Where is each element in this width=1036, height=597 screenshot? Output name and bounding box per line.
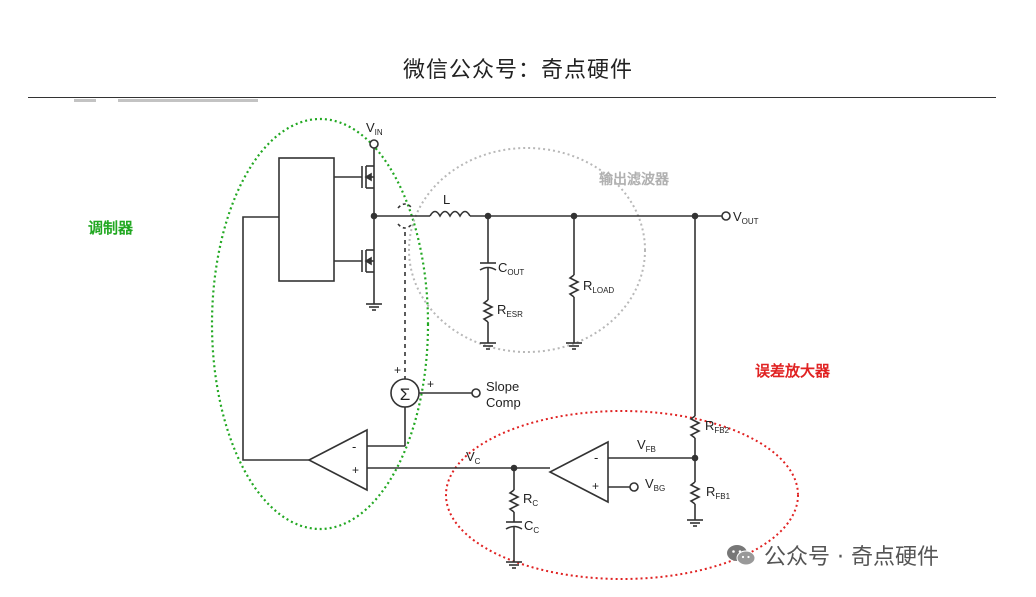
resr-label: RESR <box>497 302 523 319</box>
current-sense-marker <box>397 203 413 209</box>
vin-label: VIN <box>366 120 383 137</box>
resistor-esr <box>482 299 494 323</box>
wechat-icon <box>727 545 756 566</box>
page-title: 微信公众号：奇点硬件 <box>402 58 633 83</box>
inductor-label: L <box>443 192 450 207</box>
ground-symbol <box>506 561 522 569</box>
modulator-label: 调制器 <box>88 219 134 237</box>
sum-plus-right: + <box>427 377 434 391</box>
vout-terminal <box>721 211 731 221</box>
vin-terminal <box>369 139 379 149</box>
modulator-ellipse <box>210 117 430 531</box>
vbg-terminal <box>629 482 639 492</box>
comparator-plus: + <box>352 463 359 477</box>
resistor-rfb2 <box>689 415 701 439</box>
output-filter-label: 输出滤波器 <box>599 171 670 188</box>
low-side-mosfet <box>334 249 375 273</box>
high-side-mosfet <box>334 165 375 189</box>
pwm-comparator <box>307 428 368 492</box>
rc-label: RC <box>523 491 538 508</box>
output-filter-ellipse <box>408 147 646 353</box>
comparator-minus: - <box>352 439 356 454</box>
modulator-feedback-wire <box>242 216 309 461</box>
vfb-label: VFB <box>637 437 656 454</box>
cc-label: CC <box>524 518 539 535</box>
vbg-label: VBG <box>645 476 665 493</box>
vout-label: VOUT <box>733 209 759 226</box>
cout-label: COUT <box>498 260 524 277</box>
rfb1-label: RFB1 <box>706 484 731 501</box>
slope-comp-terminal <box>471 388 481 398</box>
inductor-l <box>429 210 471 218</box>
rfb2-label: RFB2 <box>705 418 730 435</box>
ground-symbol <box>480 342 496 350</box>
resistor-rc <box>508 489 520 513</box>
resistor-rfb1 <box>689 481 701 505</box>
controller-block <box>278 157 335 282</box>
cropped-text-fragment <box>74 99 258 102</box>
ground-symbol <box>566 342 582 350</box>
error-amplifier <box>548 440 609 504</box>
watermark-text: 公众号 · 奇点硬件 <box>764 545 939 570</box>
slope-label: Slope <box>486 379 519 394</box>
sum-plus-top: + <box>394 363 401 377</box>
ground-symbol <box>687 519 703 527</box>
error-amp-ellipse <box>445 410 799 580</box>
ground-symbol <box>366 303 382 311</box>
header-divider <box>28 97 996 98</box>
erramp-minus: - <box>594 450 598 465</box>
rload-label: RLOAD <box>583 278 614 295</box>
comp-label: Comp <box>486 395 521 410</box>
sigma-symbol: Σ <box>400 385 411 404</box>
watermark: 公众号 · 奇点硬件 <box>726 539 939 571</box>
vc-label: VC <box>466 449 481 466</box>
error-amp-label: 误差放大器 <box>755 362 831 380</box>
erramp-plus: + <box>592 479 599 493</box>
resistor-load <box>568 274 580 298</box>
